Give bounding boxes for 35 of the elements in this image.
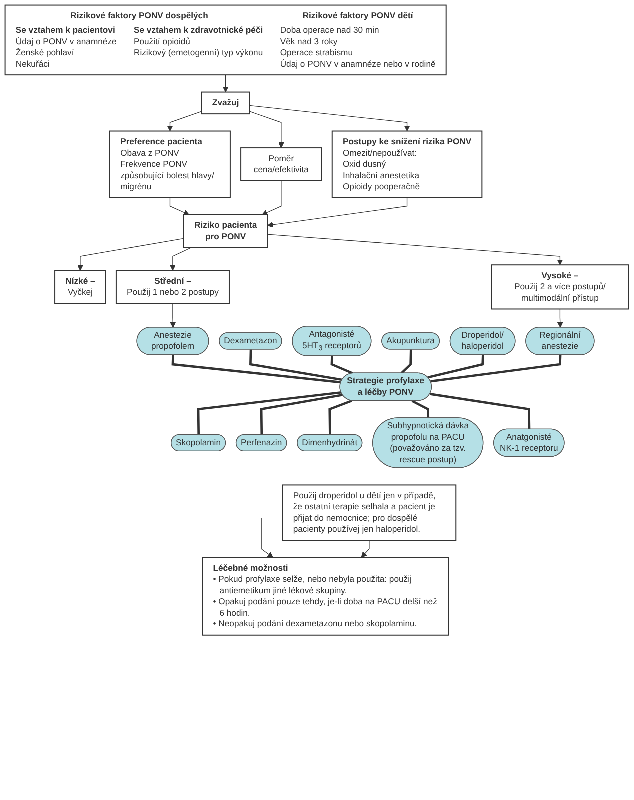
connector [412,400,430,418]
arrow [167,111,202,132]
arrow [262,180,282,216]
connector [197,392,342,436]
arrow [222,74,229,93]
arrow [170,248,192,271]
arrow [78,238,184,271]
node-box: Zvažuj [201,92,250,115]
node-box: Léčebné možnosti • Pokud profylaxe selže, nebo nebyla použita: použij antiemetikum jiné lékové skupiny. • Opakuj podání pouze tehdy, je-li doba na PACU delší než 6 hodin. • Neopakuj podání dexametazonu nebo skopolaminu. [202,557,450,636]
arrow [557,308,564,328]
connector [400,350,412,374]
arrow [249,105,410,132]
node-box: Rizikové faktory PONV dospělých Se vztahem k pacientovi Údaj o PONV v anamnéze Ženské pohlaví Nekuřáci Se vztahem k zdravotnické péči Použití opioidů Rizikový (emetogenní) typ výkonu Rizikové faktory PONV dětí Doba operace nad 30 min Věk nad 3 roky Operace strabismu Údaj o PONV v anamnéze nebo v rodině [4,4,447,76]
node-box: Nízké – Vyčkej [54,270,106,304]
arrow [170,197,190,216]
connector [330,356,354,375]
arrow [261,518,274,558]
arrow [267,197,408,228]
connector [260,394,343,436]
node-box: Střední – Použij 1 nebo 2 postupy [116,270,230,304]
connector [428,355,484,379]
arrow [267,234,564,266]
connector [172,355,342,384]
connector [430,393,531,430]
arrow [249,111,284,148]
arrow [170,303,176,328]
node-box: Preference pacienta Obava z PONV Frekvence PONV způsobující bolest hlavy/ migrénu [110,130,231,198]
arrow [361,540,370,558]
node-box: Postupy ke snížení rizika PONV Omezit/nepoužívat: Oxid dusný Inhalační anestetika Opioidy pooperačně [332,130,483,198]
node-box: Vysoké – Použij 2 a více postupů/ multimodální přístup [491,264,630,310]
connector [430,355,562,383]
connector [250,350,343,382]
node-box: Poměr cena/efektivita [240,148,322,182]
node-box: Riziko pacienta pro PONV [183,214,268,248]
node-box: Použij droperidol u dětí jen v případě, že ostatní terapie selhala a pacient je přijat do nemocnice; pro dospělé pacienty používej jen haloperidol. [282,484,457,541]
